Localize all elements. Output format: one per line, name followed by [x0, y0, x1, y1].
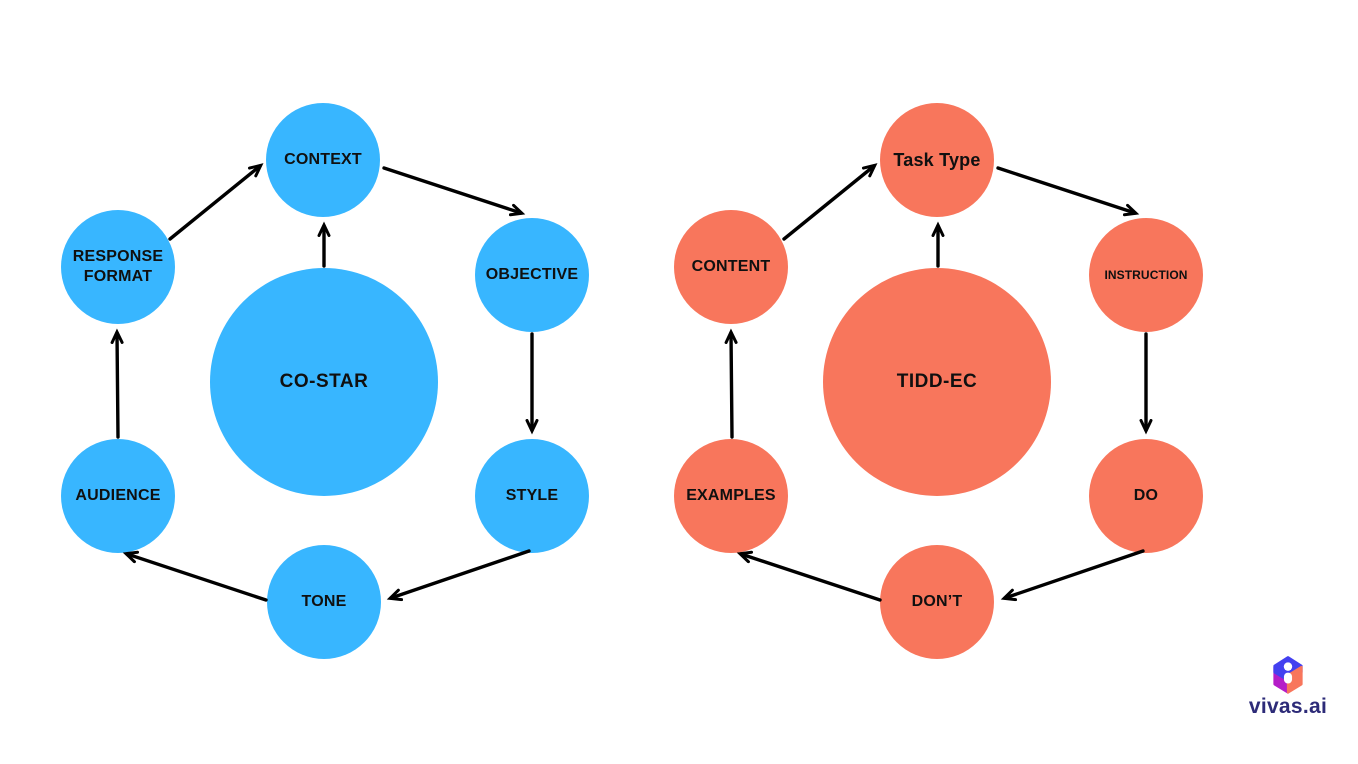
node-dont: DON’T [880, 545, 994, 659]
node-objective: OBJECTIVE [475, 218, 589, 332]
vivas-ai-logo: vivas.ai [1240, 654, 1336, 726]
arrow-tone-to-audience [122, 550, 268, 602]
arrow-tasktype-to-instruction [996, 166, 1140, 217]
arrow-examples-to-content [724, 328, 738, 439]
arrow-audience-to-responseformat [110, 328, 124, 439]
node-examples: EXAMPLES [674, 439, 788, 553]
node-tiddec-hub: TIDD-EC [823, 268, 1051, 496]
node-context: CONTEXT [266, 103, 380, 217]
node-content: CONTENT [674, 210, 788, 324]
node-style: STYLE [475, 439, 589, 553]
vivas-ai-logo-text: vivas.ai [1248, 695, 1328, 718]
arrow-style-to-tone [386, 549, 531, 602]
node-do: DO [1089, 439, 1203, 553]
arrow-context-to-objective [382, 166, 526, 217]
logo-person-head [1283, 662, 1293, 671]
arrow-dont-to-examples [736, 550, 882, 602]
node-task-type: Task Type [880, 103, 994, 217]
node-response-format: RESPONSE FORMAT [61, 210, 175, 324]
node-audience: AUDIENCE [61, 439, 175, 553]
node-tone: TONE [267, 545, 381, 659]
logo-person-body [1283, 672, 1293, 684]
node-costar-hub: CO-STAR [210, 268, 438, 496]
arrow-responseformat-to-context [168, 163, 264, 241]
arrow-content-to-tasktype [782, 163, 878, 241]
arrow-do-to-dont [1000, 549, 1145, 602]
node-instruction: INSTRUCTION [1089, 218, 1203, 332]
vivas-ai-logo-icon [1273, 656, 1303, 694]
